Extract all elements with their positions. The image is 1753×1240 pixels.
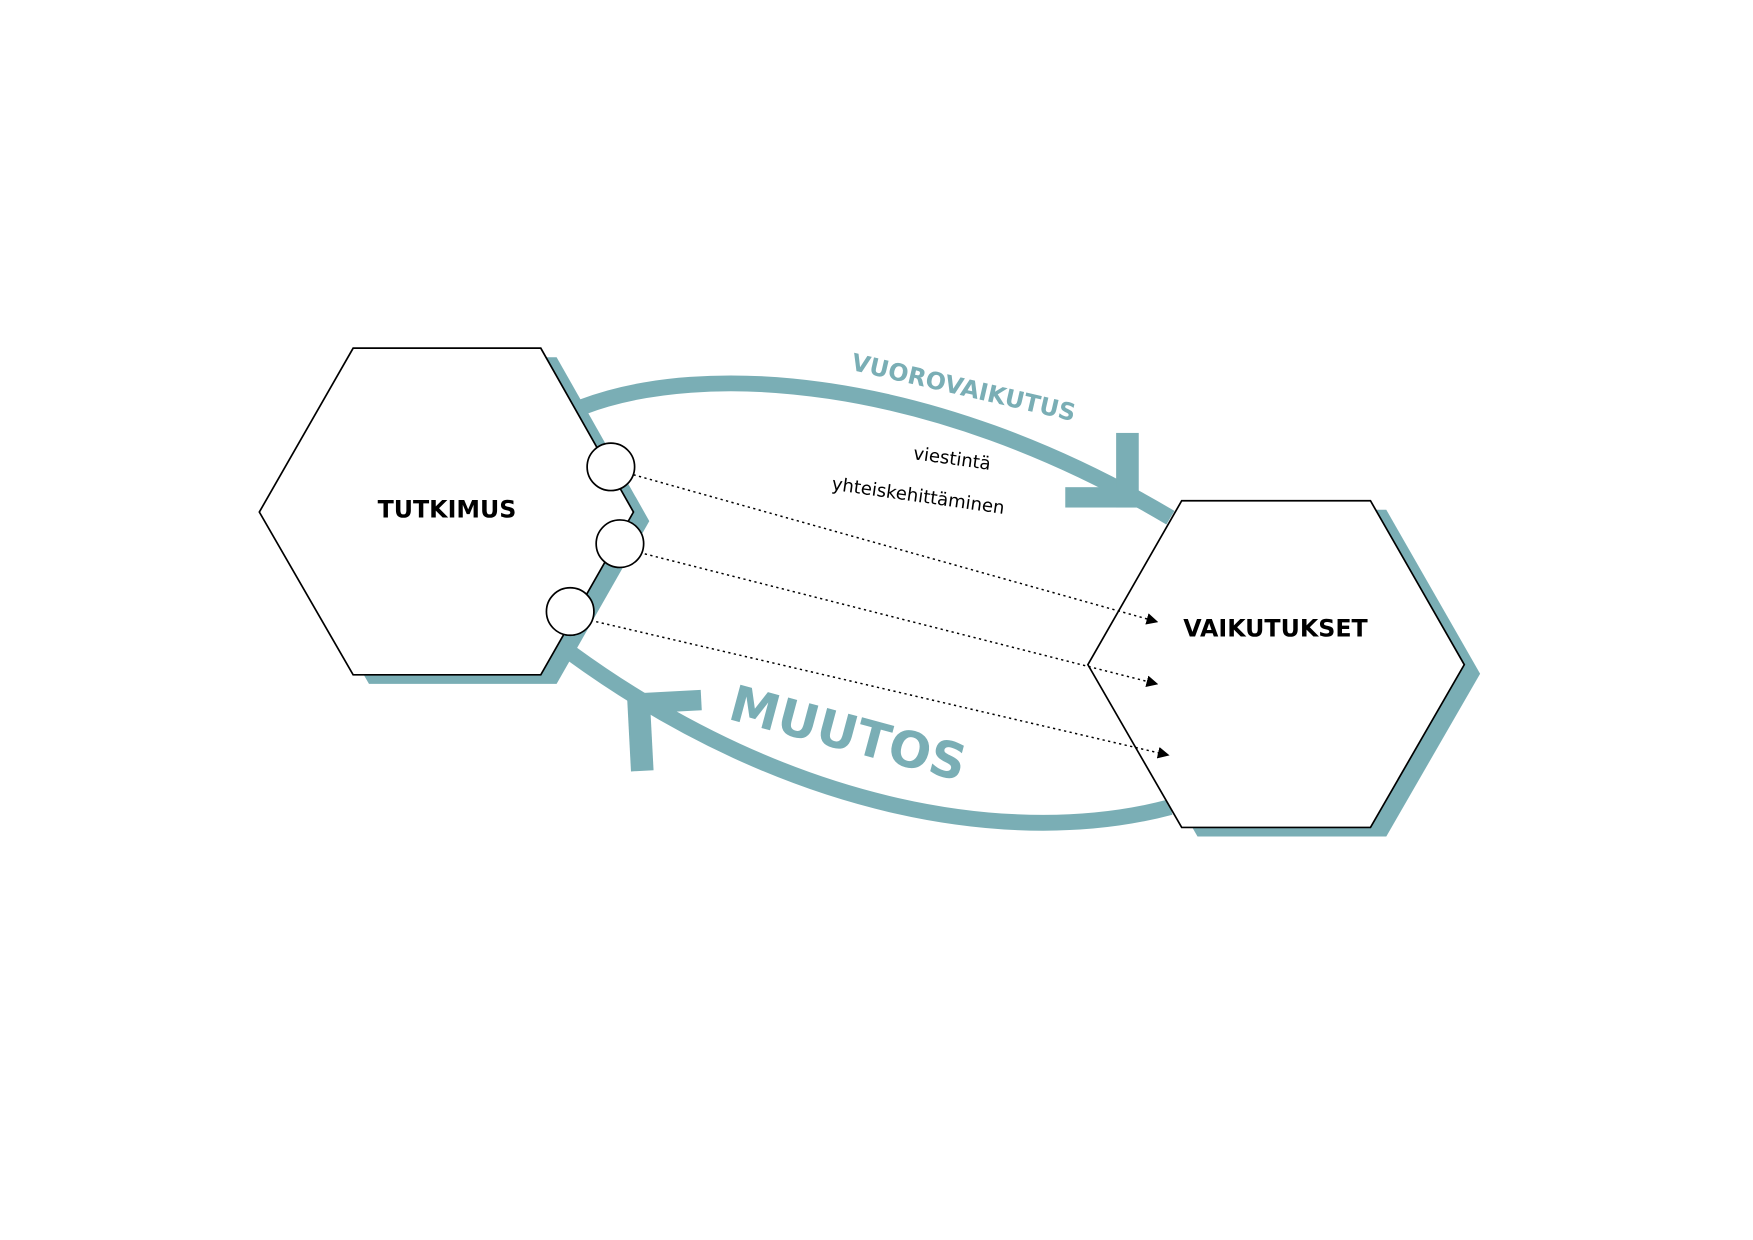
tutkimus-label: TUTKIMUS [378, 496, 517, 524]
vaikutukset-label: VAIKUTUKSET [1183, 614, 1368, 642]
channel-label-yhteiskehittaminen: yhteiskehittäminen [830, 474, 1005, 519]
top-arc [579, 375, 1175, 525]
channel-label-viestinta: viestintä [912, 443, 992, 475]
bottom-arrowhead-icon [626, 689, 702, 772]
vaikutukset-hexagon [1086, 499, 1466, 829]
connector-node-2 [595, 519, 645, 569]
muutos-label: MUUTOS [723, 674, 972, 793]
connector-line-2 [644, 553, 1159, 688]
tutkimus-hexagon [258, 347, 635, 676]
bottom-arc [566, 646, 1173, 831]
connector-line-3 [596, 620, 1170, 759]
connector-node-1 [586, 442, 636, 492]
top-arrowhead-icon [1065, 432, 1139, 508]
connector-line-1 [633, 474, 1159, 625]
connector-node-3 [545, 586, 595, 637]
